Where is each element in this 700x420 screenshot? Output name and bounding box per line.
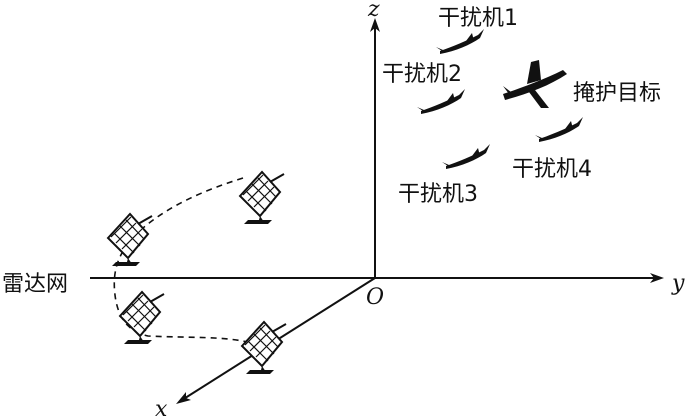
jammer-4-label: 干扰机4: [512, 157, 592, 182]
jammer-4-icon: [535, 117, 583, 142]
y-axis: [90, 273, 664, 283]
x-axis-label: x: [155, 397, 168, 420]
protected-target-icon: [503, 60, 567, 108]
radar-network-label: 雷达网: [2, 272, 68, 297]
radar-network-link: [113, 177, 253, 344]
z-axis-arrowhead: [370, 18, 380, 32]
origin-label: O: [366, 285, 384, 310]
jammer-1-label: 干扰机1: [438, 6, 518, 31]
jammer-3-icon: [442, 144, 490, 169]
protected-target-label: 掩护目标: [573, 81, 661, 106]
jammer-2-label: 干扰机2: [382, 62, 462, 87]
z-axis: [370, 18, 380, 278]
z-axis-label: z: [367, 0, 380, 22]
radar-station-icon: [107, 213, 153, 267]
x-axis-arrowhead: [176, 392, 191, 404]
radar-station-icon: [241, 321, 287, 375]
y-axis-label: y: [671, 271, 685, 296]
jammer-2-icon: [417, 89, 465, 114]
jammer-1-icon: [436, 29, 484, 54]
radar-station-icon: [239, 171, 285, 225]
jammer-3-label: 干扰机3: [398, 182, 478, 207]
y-axis-arrowhead: [650, 273, 664, 283]
